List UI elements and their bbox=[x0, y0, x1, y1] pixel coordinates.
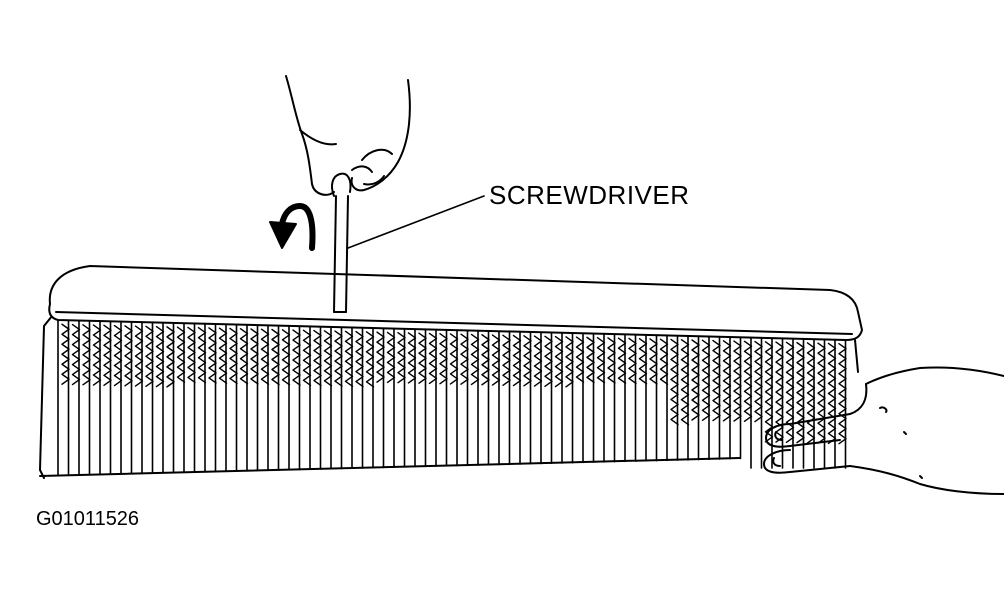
core-zigzag bbox=[817, 342, 826, 444]
core-zigzag bbox=[428, 332, 438, 385]
core-zigzag bbox=[176, 326, 186, 383]
core-zigzag bbox=[628, 337, 637, 385]
core-zigzag bbox=[523, 335, 532, 387]
figure-id: G01011526 bbox=[36, 508, 140, 530]
core-zigzag bbox=[785, 341, 795, 444]
core-zigzag bbox=[554, 335, 564, 388]
core-zigzag bbox=[271, 328, 280, 386]
core-zigzag bbox=[397, 331, 406, 384]
core-zigzag bbox=[302, 329, 312, 386]
core-zigzag bbox=[313, 329, 322, 387]
core-zigzag bbox=[544, 335, 553, 388]
core-zigzag bbox=[82, 324, 91, 386]
core-zigzag bbox=[260, 328, 270, 385]
core-zigzag bbox=[533, 335, 543, 387]
core-zigzag bbox=[239, 328, 249, 385]
core-zigzag bbox=[145, 325, 154, 388]
core-zigzag bbox=[712, 339, 721, 422]
core-zigzag bbox=[586, 336, 595, 384]
core-zigzag bbox=[827, 342, 837, 445]
core-zigzag bbox=[638, 337, 648, 385]
core-zigzag bbox=[659, 338, 669, 385]
core-fins bbox=[57, 319, 847, 477]
core-zigzag bbox=[733, 340, 742, 422]
core-zigzag bbox=[113, 324, 123, 387]
screwdriver-label: SCREWDRIVER bbox=[489, 180, 690, 210]
screwdriver-icon bbox=[331, 172, 352, 313]
core-body bbox=[39, 315, 859, 479]
core-zigzag bbox=[838, 342, 847, 445]
core-zigzag bbox=[334, 330, 343, 387]
core-zigzag bbox=[502, 334, 511, 386]
core-zigzag bbox=[355, 330, 364, 388]
core-zigzag bbox=[701, 339, 711, 421]
core-zigzag bbox=[250, 328, 259, 385]
core-zigzag bbox=[481, 334, 490, 386]
core-zigzag bbox=[418, 332, 427, 384]
core-zigzag-pattern bbox=[61, 323, 847, 445]
top-cover bbox=[48, 265, 863, 341]
callout-leader-line bbox=[347, 195, 485, 249]
core-zigzag bbox=[229, 327, 238, 385]
core-zigzag bbox=[281, 329, 291, 386]
core-zigzag bbox=[292, 329, 301, 386]
core-zigzag bbox=[470, 333, 480, 386]
rotate-left-arrow-icon bbox=[269, 203, 316, 251]
core-zigzag bbox=[449, 333, 459, 385]
core-zigzag bbox=[71, 323, 81, 386]
core-zigzag bbox=[565, 336, 574, 388]
core-zigzag bbox=[344, 330, 354, 388]
core-zigzag bbox=[680, 339, 690, 426]
core-zigzag bbox=[323, 330, 333, 387]
hand-icon bbox=[285, 75, 411, 196]
core-zigzag bbox=[754, 340, 763, 423]
core-zigzag bbox=[596, 336, 606, 384]
core-zigzag bbox=[166, 326, 175, 388]
core-zigzag bbox=[124, 325, 133, 387]
core-zigzag bbox=[208, 327, 217, 384]
core-zigzag bbox=[649, 338, 658, 385]
core-zigzag bbox=[722, 340, 732, 422]
core-zigzag bbox=[61, 323, 70, 385]
core-zigzag bbox=[617, 337, 627, 384]
core-zigzag bbox=[386, 331, 396, 384]
core-zigzag bbox=[764, 341, 774, 443]
core-zigzag bbox=[512, 334, 522, 387]
core-zigzag bbox=[155, 325, 165, 388]
core-zigzag bbox=[806, 342, 816, 444]
core-zigzag bbox=[197, 326, 207, 384]
core-zigzag bbox=[491, 334, 501, 386]
core-zigzag bbox=[134, 325, 144, 387]
core-zigzag bbox=[218, 327, 228, 384]
core-zigzag bbox=[439, 333, 448, 385]
core-zigzag bbox=[407, 332, 417, 384]
core-zigzag bbox=[670, 338, 679, 426]
core-zigzag bbox=[743, 340, 753, 423]
core-zigzag bbox=[607, 337, 616, 384]
core-zigzag bbox=[796, 341, 805, 444]
right-hand bbox=[763, 366, 1004, 495]
core-zigzag bbox=[575, 336, 585, 383]
core-zigzag bbox=[187, 326, 196, 384]
core-zigzag bbox=[376, 331, 385, 383]
core-zigzag bbox=[365, 331, 375, 388]
core-zigzag bbox=[103, 324, 112, 386]
core-zigzag bbox=[460, 333, 469, 385]
core-zigzag bbox=[92, 324, 102, 386]
core-zigzag bbox=[691, 339, 700, 421]
